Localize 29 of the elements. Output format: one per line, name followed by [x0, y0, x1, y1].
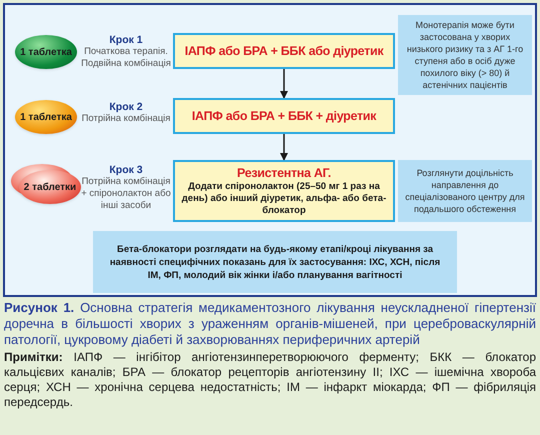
- note-text: Розглянути доцільність направлення до спеціалізованого центру для подальшого обстеження: [404, 167, 526, 215]
- pill: [19, 170, 81, 204]
- therapy-box: [173, 33, 395, 69]
- therapy-text: Додати спіронолактон (25–50 мг 1 раз на день) або інший діуретик, альфа- або бета-блокатор: [180, 180, 388, 216]
- step-description: Початкова терапія. Подвійна комбінація: [80, 46, 172, 70]
- note-box: [93, 231, 457, 293]
- therapy-box: [173, 160, 395, 222]
- step-title: Крок 3: [108, 163, 144, 177]
- step-title: Крок 2: [108, 100, 144, 114]
- figure-caption: Рисунок 1. Основна стратегія медикаментозного лікування неускладненої гіпертензії доречна в більшості хворих з ураженням органів-мішеней, при цереброваскулярній патології, цукровому діабеті й захворюваннях периферичних артерій: [4, 300, 536, 348]
- notes-text: Примітки: ІАПФ — інгібітор ангіотензинперетворюючого ферменту; БКК — блокатор кальцієвих каналів; БРА — блокатор рецепторів ангіотензину II; ІХС — ішемічна хвороба серця; ХСН — хронічна серцева недостатність; ІМ — інфаркт міокарда; ФП — фібриляція передсердь.: [4, 350, 536, 410]
- note-text: Монотерапія може бути застосована у хворих низького ризику та з АГ 1-го ступеня або в осіб дуже похилого віку (> 80) й астенічних пацієнтів: [406, 19, 524, 91]
- arrow: [280, 69, 288, 99]
- step-description: Потрійна комбінація + спіронолактон або інші засоби: [80, 176, 172, 212]
- pill-label: 1 таблетка: [20, 46, 72, 60]
- therapy-box: [173, 98, 395, 134]
- note-box: [398, 160, 532, 222]
- pill: [15, 35, 77, 69]
- pill-label: 1 таблетка: [20, 110, 72, 124]
- step-description: Потрійна комбінація: [80, 113, 172, 125]
- pill-label: 2 таблетки: [24, 180, 76, 194]
- therapy-title: ІАПФ або БРА + ББК або діуретик: [184, 44, 384, 58]
- note-text: Бета-блокатори розглядати на будь-якому етапі/кроці лікування за наявності специфічних показань для їх застосування: ІХС, ХСН, після ІМ, ФП, молодий вік жінки і/або планування вагітності: [108, 242, 442, 282]
- pill: [15, 100, 77, 134]
- note-box: [398, 15, 532, 95]
- therapy-title: ІАПФ або БРА + ББК + діуретик: [192, 108, 376, 124]
- step-title: Крок 1: [108, 33, 144, 47]
- therapy-title: Резистентна АГ.: [237, 166, 331, 180]
- arrow: [280, 134, 288, 161]
